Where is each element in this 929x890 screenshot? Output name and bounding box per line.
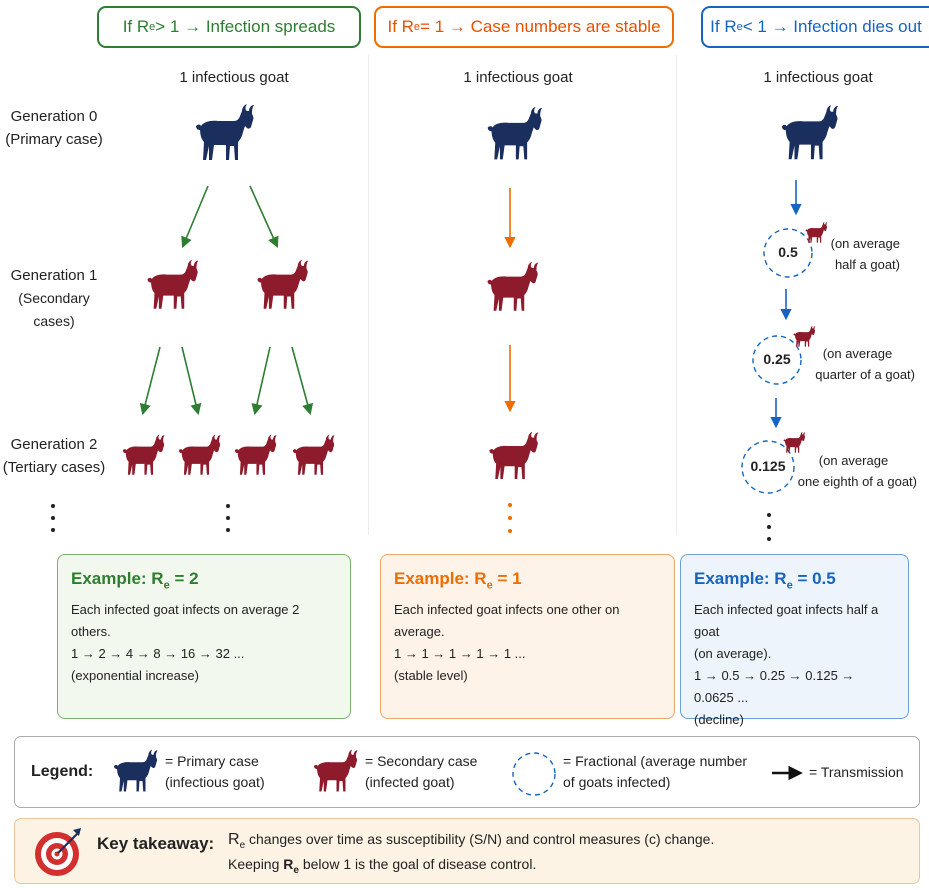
takeaway-title: Key takeaway:: [97, 834, 215, 853]
primary-goat-icon: [487, 106, 543, 160]
fraction-circle: [741, 440, 795, 494]
continuation-dots-col2: [508, 503, 512, 533]
tertiary-goat-icon: [489, 431, 539, 479]
transmission-arrow: [251, 346, 271, 416]
goat-label: 1 infectious goat: [763, 69, 873, 86]
fraction-value: 0.125: [750, 458, 786, 474]
transmission-arrow: [249, 185, 279, 249]
continuation-dots-left: [51, 504, 55, 532]
secondary-goat-icon: [487, 261, 539, 311]
secondary-goat-icon: [257, 259, 309, 309]
column-separator: [368, 55, 369, 535]
primary-goat-icon: [781, 104, 839, 160]
example-box-spreads: Example: Re = 2 Each infected goat infec…: [57, 554, 351, 719]
legend: Legend: = Primary case(infectious goat) …: [14, 736, 920, 808]
fraction-value: 0.5: [778, 244, 798, 260]
generation-0-label: Generation 0(Primary case): [5, 108, 103, 148]
example-box-dies-out: Example: Re = 0.5 Each infected goat inf…: [680, 554, 909, 727]
fraction-circle: [752, 335, 802, 385]
tertiary-goat-icon: [122, 434, 165, 475]
tertiary-goat-icon: [178, 434, 221, 475]
legend-title: Legend:: [31, 763, 94, 780]
transmission-arrow: [291, 346, 314, 416]
goat-label: 1 infectious goat: [179, 69, 289, 86]
secondary-goat-icon: [147, 259, 199, 309]
takeaway-line-2: Keeping Re below 1 is the goal of diseas…: [228, 856, 537, 876]
fraction-circle: [763, 228, 813, 278]
continuation-dots-col1: [226, 504, 230, 532]
target-icon: [35, 828, 81, 876]
example-box-stable: Example: Re = 1 Each infected goat infec…: [380, 554, 675, 719]
legend-transmission: = Transmission: [809, 764, 904, 780]
transmission-arrow: [139, 346, 161, 416]
generation-1-label: Generation 0 Generation 1(Secondary case…: [10, 267, 98, 329]
fraction-value: 0.25: [763, 351, 791, 367]
column-separator: [676, 55, 677, 535]
arrow-icon: [772, 765, 803, 781]
primary-goat-icon: [196, 104, 254, 160]
secondary-goat-icon: [314, 749, 358, 792]
primary-goat-icon: [114, 749, 158, 792]
continuation-dots-col3: [767, 513, 771, 541]
tertiary-goat-icon: [234, 434, 277, 475]
tertiary-goat-icon: [292, 434, 335, 475]
transmission-arrow: [181, 346, 202, 416]
generation-2-label: Generation 2(Tertiary cases): [2, 436, 106, 476]
fraction-circle-icon: [512, 752, 556, 796]
transmission-arrow: [181, 185, 209, 249]
takeaway-line-1: Re changes over time as susceptibility (…: [228, 831, 715, 851]
legend-secondary: = Secondary case(infected goat): [365, 753, 478, 790]
key-takeaway: Key takeaway: Re changes over time as su…: [14, 818, 920, 884]
goat-label: 1 infectious goat: [463, 69, 573, 86]
legend-primary: = Primary case(infectious goat): [165, 753, 265, 790]
